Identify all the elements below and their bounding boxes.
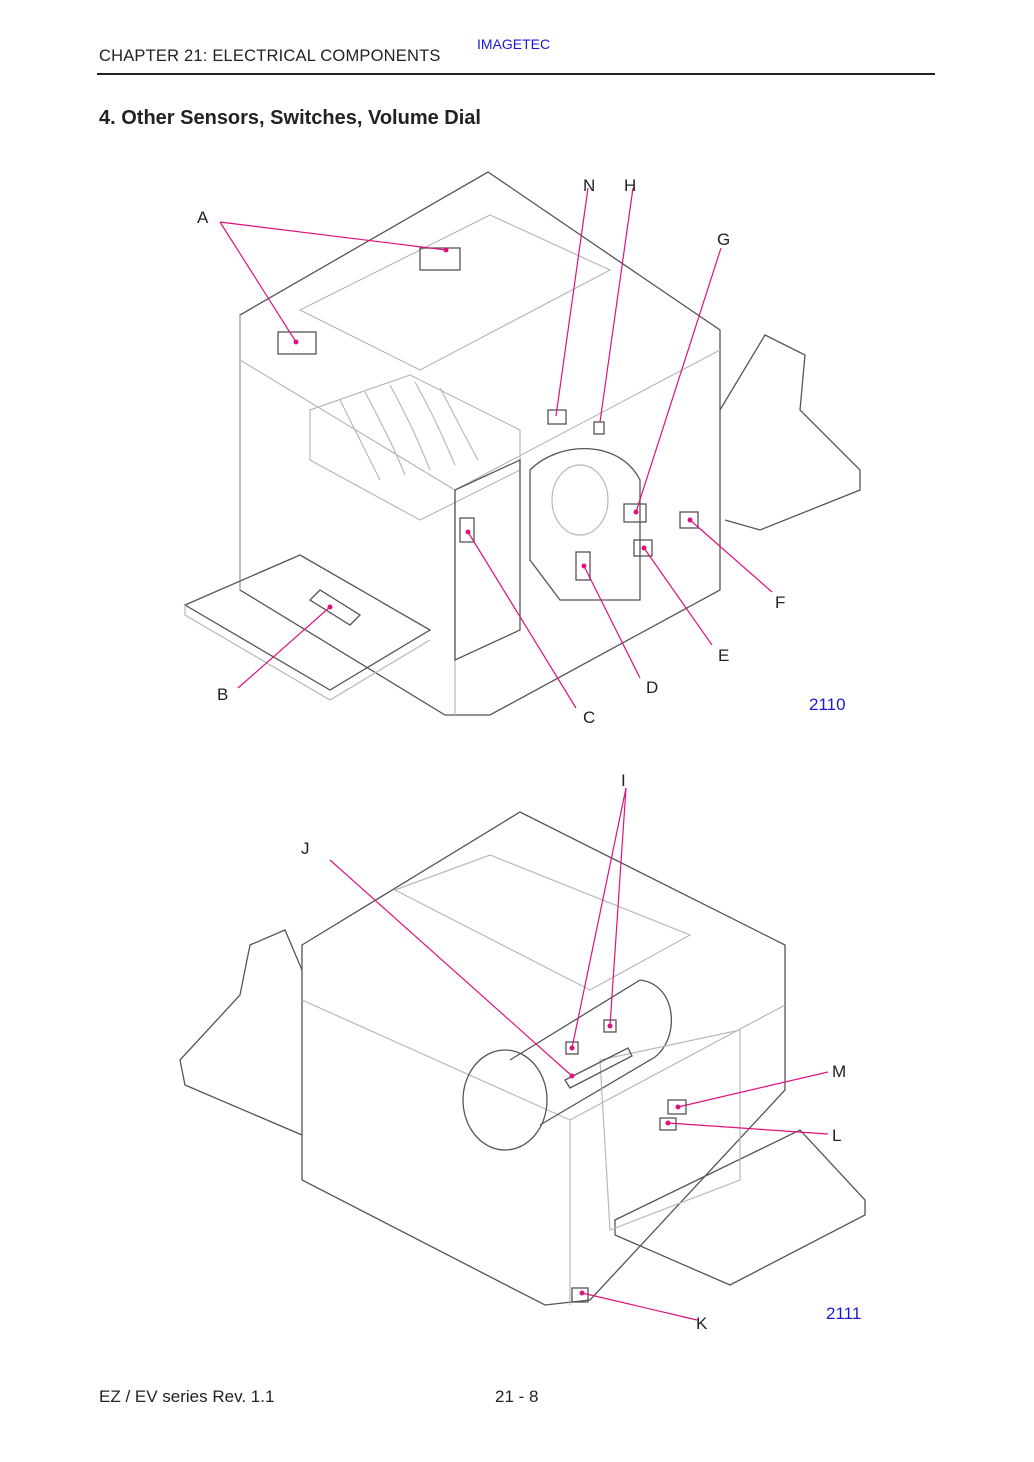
brand-label: IMAGETEC xyxy=(477,36,551,52)
callout-k: K xyxy=(696,1314,708,1333)
figure-2110: A B C D E F G H N 2110 xyxy=(0,160,1034,730)
machine-drawing-2110 xyxy=(183,171,861,716)
section-title: 4. Other Sensors, Switches, Volume Dial xyxy=(99,107,481,129)
machine-outline xyxy=(239,171,721,716)
figure-number: 2110 xyxy=(809,695,846,714)
machine-outline xyxy=(301,811,786,1306)
callout-l: L xyxy=(832,1126,842,1145)
header-rule xyxy=(97,73,935,75)
output-tray xyxy=(179,929,303,1136)
top-cover xyxy=(393,854,692,991)
top-edge xyxy=(239,349,721,491)
callout-d: D xyxy=(646,678,659,697)
transport-unit xyxy=(309,374,521,521)
side-panel xyxy=(454,458,521,662)
top-edge xyxy=(301,999,786,1121)
callout-m: M xyxy=(832,1062,847,1081)
callout-g: G xyxy=(717,230,731,249)
callout-h: H xyxy=(624,176,637,195)
callout-j: J xyxy=(301,839,310,858)
callout-e: E xyxy=(718,646,730,665)
callout-i: I xyxy=(621,771,626,790)
output-tray xyxy=(719,334,861,531)
print-drum xyxy=(509,979,672,1126)
machine-drawing-2111 xyxy=(179,787,866,1321)
callout-b: B xyxy=(217,685,229,704)
top-cover xyxy=(298,214,612,371)
figure-2111: I J K L M 2111 xyxy=(0,760,1034,1350)
callout-n: N xyxy=(583,176,596,195)
footer-page-number: 21 - 8 xyxy=(495,1387,539,1406)
footer-doc: EZ / EV series Rev. 1.1 xyxy=(99,1387,275,1406)
print-drum xyxy=(529,447,641,601)
callout-c: C xyxy=(583,708,596,727)
callout-f: F xyxy=(775,593,786,612)
feed-tray xyxy=(183,554,432,691)
feed-tray xyxy=(614,1129,866,1286)
figure-number: 2111 xyxy=(826,1304,862,1323)
callout-a: A xyxy=(197,208,209,227)
chapter-header: CHAPTER 21: ELECTRICAL COMPONENTS xyxy=(99,47,441,65)
